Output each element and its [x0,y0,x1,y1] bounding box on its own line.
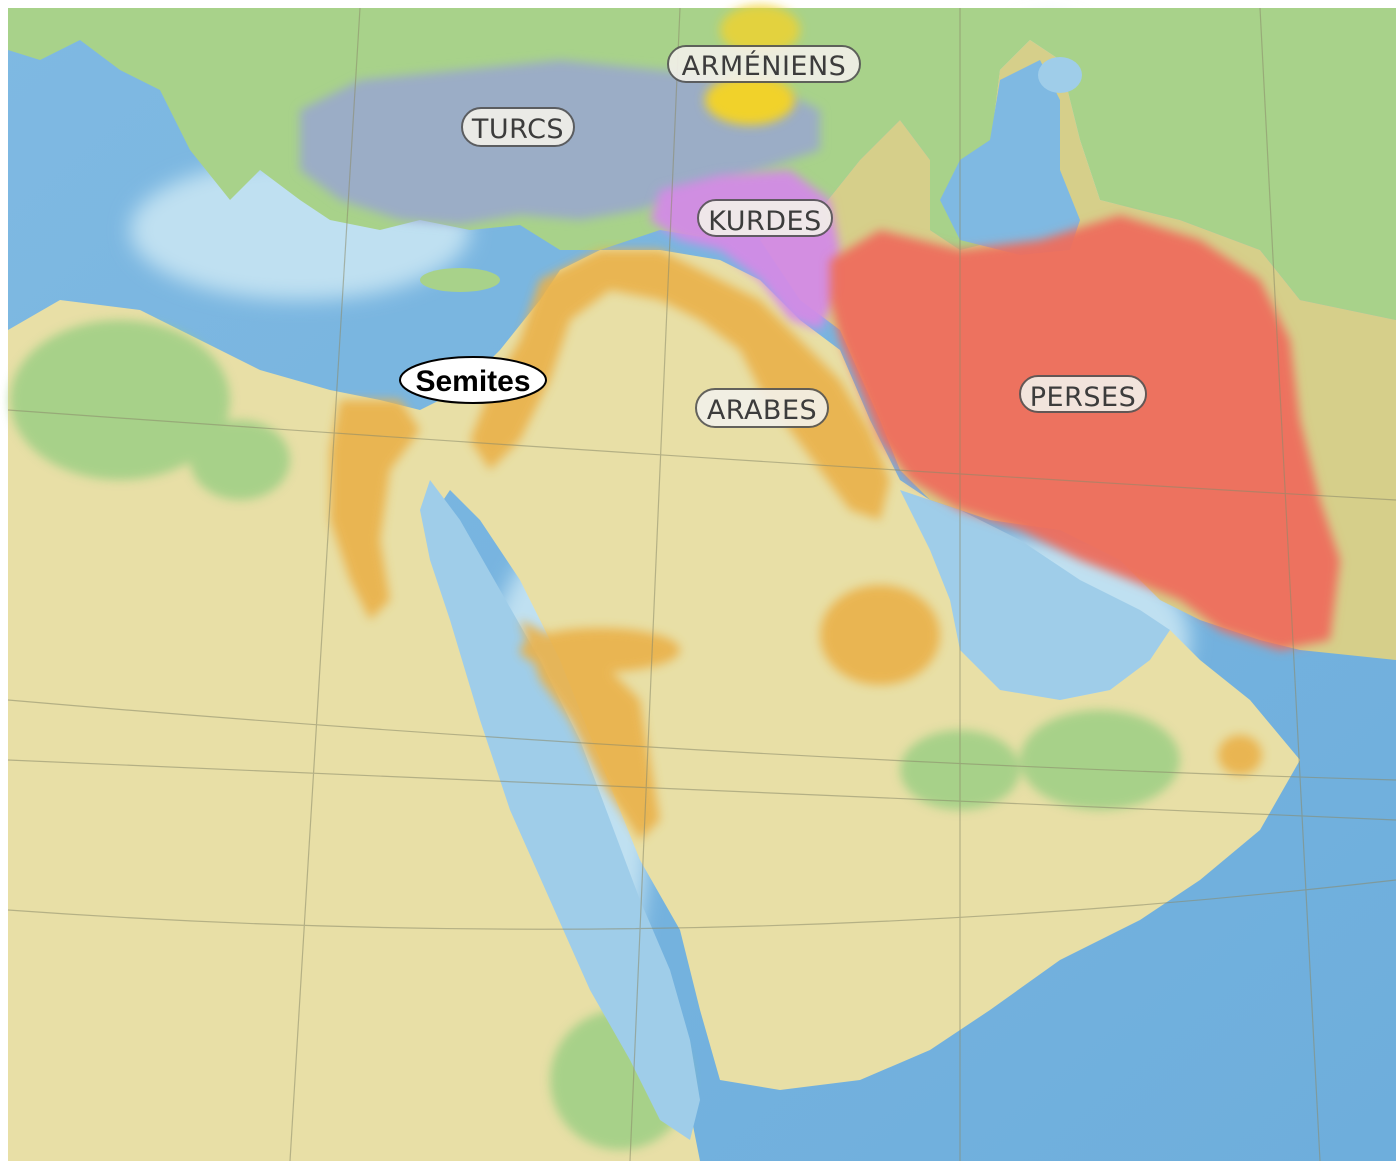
graticule-lines [7,7,1396,1161]
region-arabes [330,250,1262,840]
label-perses: PERSES [1019,375,1147,413]
aral-hint [1038,57,1082,93]
label-armeniens: ARMÉNIENS [667,45,861,83]
svg-text:Semites: Semites [415,365,530,398]
label-kurdes: KURDES [697,199,833,237]
persian-gulf [900,490,1170,700]
red-sea [420,480,700,1140]
label-arabes: ARABES [695,388,829,428]
svg-text:PERSES: PERSES [1030,382,1136,413]
region-perses [830,215,1340,650]
svg-text:ARABES: ARABES [707,395,817,426]
caspian-sea [940,60,1080,255]
label-turcs: TURCS [461,107,575,147]
label-semites: Semites [399,356,547,404]
svg-text:KURDES: KURDES [708,206,822,237]
region-armeniens [705,5,800,125]
svg-text:ARMÉNIENS: ARMÉNIENS [682,50,847,82]
svg-text:TURCS: TURCS [471,114,564,145]
cyprus [420,268,500,292]
